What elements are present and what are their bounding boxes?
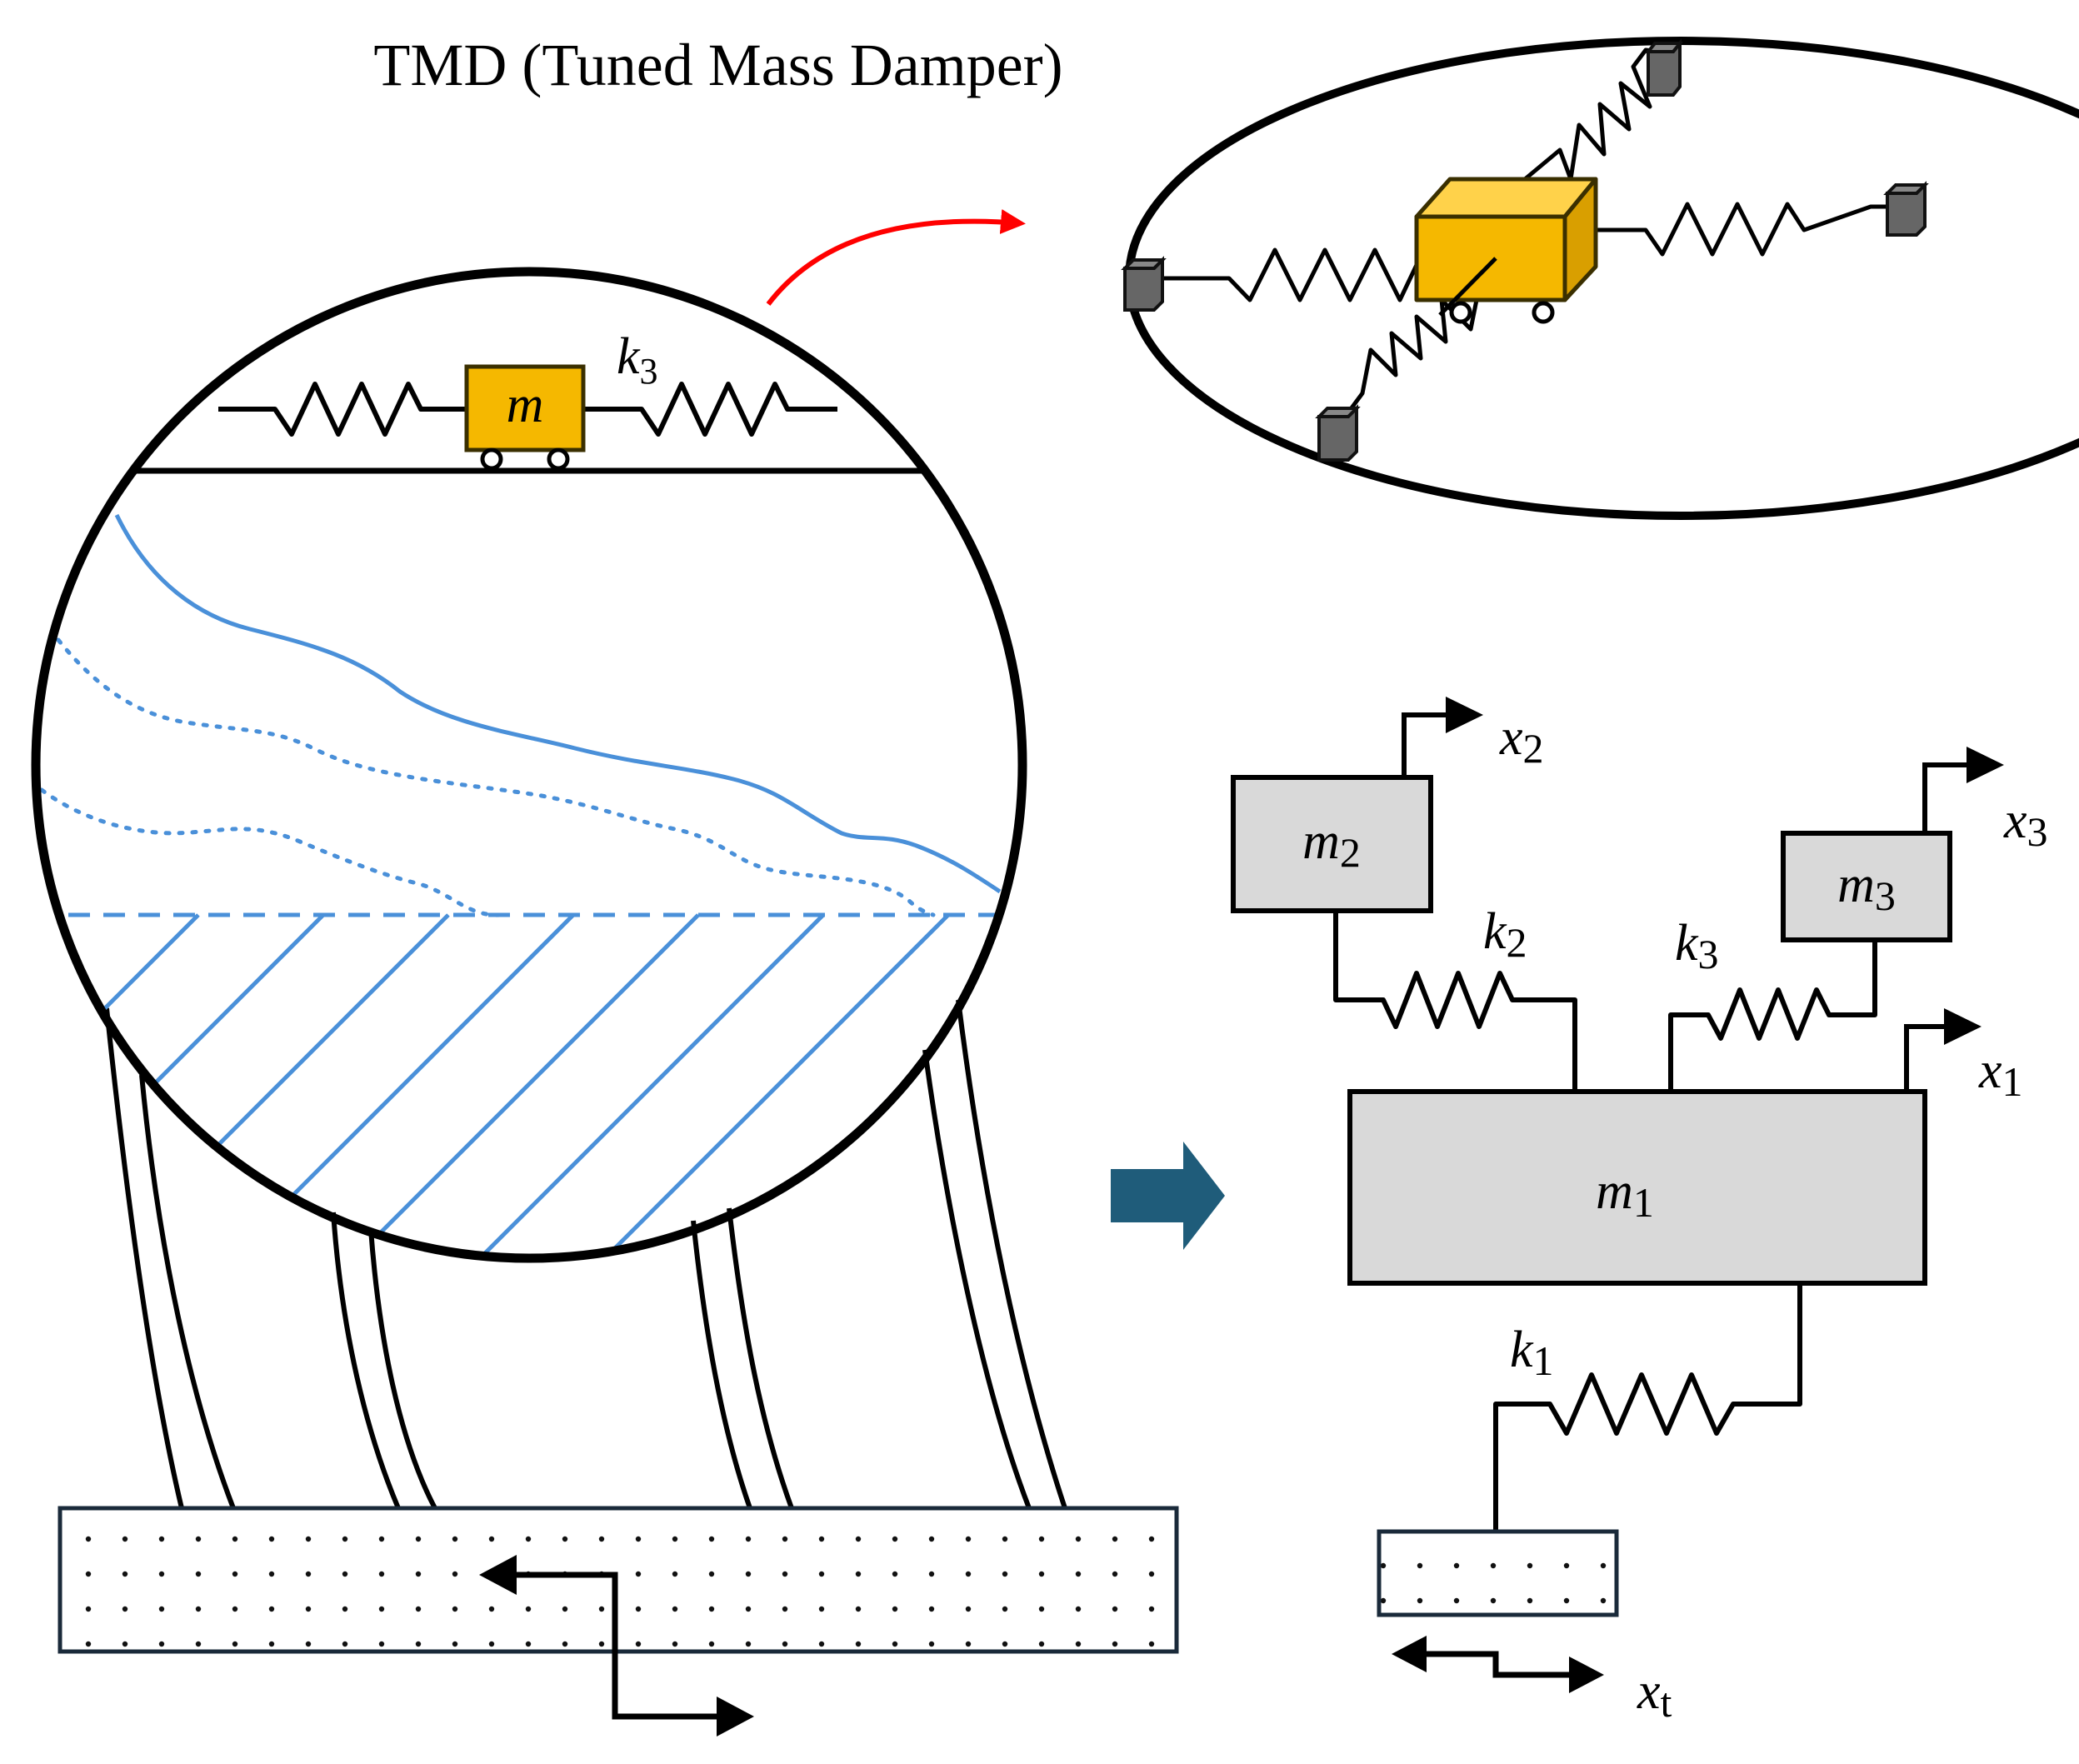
- ground-slab: [57, 1506, 1179, 1654]
- right-arrow-icon: [1904, 1024, 1948, 1092]
- tank-spring-label: k3: [617, 328, 658, 392]
- inset-wheel: [1449, 301, 1472, 324]
- spring-k2: [1333, 911, 1577, 1092]
- diagram-title: TMD (Tuned Mass Damper): [373, 32, 1062, 98]
- tmd-mass: [464, 364, 586, 452]
- tmd-wheel: [480, 447, 503, 471]
- tank-leg: [104, 1007, 184, 1509]
- tank-spring-left: [218, 382, 467, 437]
- inset-oval: [1125, 37, 2079, 520]
- inset-wheel: [1532, 301, 1555, 324]
- double-headed-arrow-icon: [479, 1555, 754, 1737]
- x2-label: x2: [1499, 709, 1544, 772]
- anchor-block: [1883, 181, 1929, 237]
- sloshing-surface-dotted: [56, 637, 936, 917]
- tank-interior: [36, 467, 1022, 1258]
- x3-label: x3: [2003, 792, 2048, 855]
- mass-m1: [1347, 1089, 1927, 1286]
- spring-k3: [1668, 940, 1877, 1092]
- model-ground: [1377, 1529, 1619, 1617]
- x1-label: x1: [1978, 1042, 2023, 1105]
- sloshing-surface-dotted: [39, 787, 502, 917]
- right-arrow-icon: [1922, 762, 1971, 833]
- tank-leg: [922, 1049, 1032, 1510]
- tank-legs: [104, 999, 1067, 1510]
- right-arrow-icon: [1402, 712, 1450, 777]
- anchor-block: [1315, 404, 1361, 462]
- mass-m3-label: m3: [1837, 857, 1896, 919]
- tmd-3d-inset: [1121, 37, 2079, 520]
- tank-leg: [368, 1228, 437, 1510]
- anchor-block: [1644, 38, 1684, 97]
- xt-label: xt: [1637, 1663, 1672, 1726]
- tank-leg: [956, 999, 1067, 1509]
- double-headed-arrow-icon: [1392, 1636, 1604, 1693]
- k2-label: k2: [1483, 903, 1527, 966]
- red-curved-arrow-icon: [766, 209, 1026, 306]
- mdof-model: m2 x2 m3 x3 m1 x1 k2: [1231, 697, 2048, 1726]
- inset-spring-back: [1523, 47, 1659, 182]
- tank-leg: [139, 1074, 236, 1510]
- tank-leg: [727, 1207, 794, 1510]
- tank-shell: [31, 267, 1027, 1263]
- tank-leg: [691, 1220, 752, 1509]
- mass-m2-label: m2: [1302, 813, 1361, 876]
- anchor-block: [1121, 256, 1167, 312]
- inset-spring-left: [1162, 247, 1432, 302]
- tmd-wheel: [547, 447, 570, 471]
- inset-spring-front: [1346, 269, 1501, 414]
- mass-m2: [1231, 775, 1433, 913]
- block-right-arrow-icon: [1111, 1142, 1225, 1250]
- sloshing-surface: [114, 513, 1002, 894]
- tank-leg: [331, 1212, 401, 1510]
- inset-spring-right: [1592, 202, 1896, 257]
- k1-label: k1: [1510, 1322, 1554, 1384]
- tmd-mass-label: m: [507, 377, 544, 433]
- tank-spring-right: [583, 382, 837, 437]
- mass-m1-label: m1: [1596, 1163, 1654, 1226]
- spring-k1: [1493, 1283, 1802, 1532]
- tank-tmd: m k3: [218, 328, 837, 471]
- mass-m3: [1781, 831, 1952, 942]
- k3-label: k3: [1675, 915, 1719, 977]
- inset-tmd-mass: [1414, 177, 1598, 302]
